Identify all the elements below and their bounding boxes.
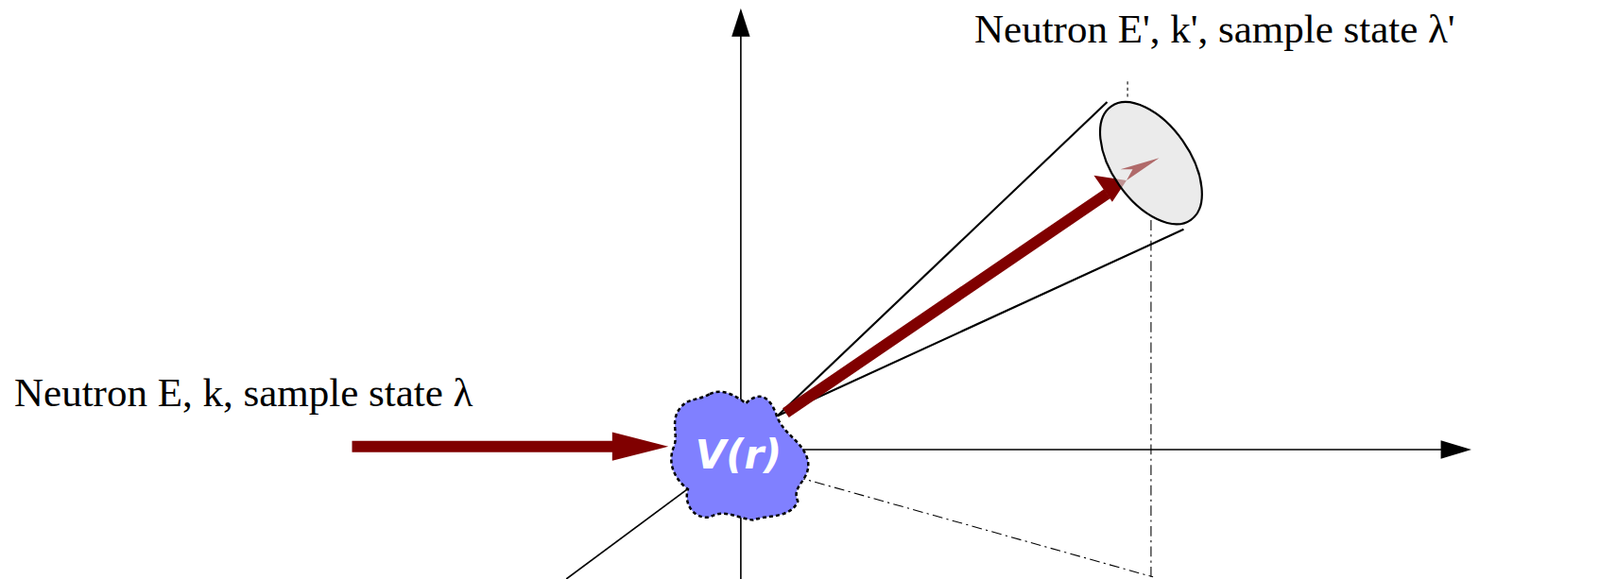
blob-shape bbox=[670, 392, 809, 521]
scattered-beam-tip bbox=[1120, 157, 1160, 181]
incident-beam-head bbox=[612, 432, 669, 462]
beam-label: Neutron E, k, sample state λ bbox=[14, 369, 473, 416]
cone-edge bbox=[777, 102, 1108, 416]
incident-beam bbox=[352, 441, 619, 453]
projection-line bbox=[775, 471, 1153, 578]
z-axis-head bbox=[731, 8, 750, 37]
potential-label: V(r) bbox=[695, 431, 783, 479]
potential-blob: V(r) bbox=[666, 387, 811, 522]
scattered-beam bbox=[785, 193, 1107, 413]
projection-line bbox=[1150, 219, 1152, 578]
projection-line bbox=[1127, 81, 1129, 100]
beam-label: Neutron E', k', sample state λ' bbox=[974, 5, 1456, 52]
detector-aperture bbox=[1079, 84, 1222, 242]
cone-edge bbox=[777, 229, 1185, 416]
x-axis bbox=[740, 448, 1445, 451]
x-axis-head bbox=[1441, 440, 1472, 459]
